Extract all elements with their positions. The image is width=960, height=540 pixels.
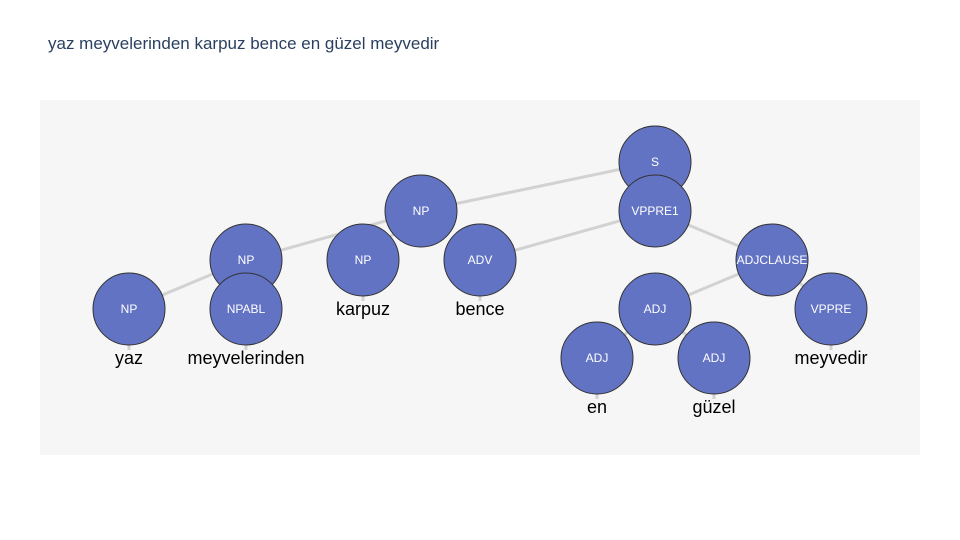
node-circle[interactable] <box>618 272 692 346</box>
node-label: VPPRE <box>811 302 852 316</box>
node-circle[interactable] <box>92 272 166 346</box>
node-label: S <box>651 155 659 169</box>
tree-node-vppre1[interactable]: VPPRE1 <box>618 174 692 248</box>
node-circle[interactable] <box>384 174 458 248</box>
tree-node-adj_en[interactable]: ADJ <box>560 321 634 395</box>
node-label: ADJ <box>703 351 726 365</box>
node-circle[interactable] <box>677 321 751 395</box>
node-label: ADV <box>468 253 493 267</box>
leaf-word-adj_en: en <box>587 397 607 417</box>
leaf-word-adj_guzel: güzel <box>692 397 735 417</box>
node-circle[interactable] <box>560 321 634 395</box>
node-circle[interactable] <box>618 174 692 248</box>
tree-node-adv[interactable]: ADV <box>443 223 517 297</box>
tree-node-vppre[interactable]: VPPRE <box>794 272 868 346</box>
node-label: ADJCLAUSE <box>737 253 808 267</box>
node-circle[interactable] <box>794 272 868 346</box>
tree-node-np_karpuz[interactable]: NP <box>326 223 400 297</box>
leaf-word-adv: bence <box>455 299 504 319</box>
node-label: VPPRE1 <box>631 204 679 218</box>
tree-node-adj_mid[interactable]: ADJ <box>618 272 692 346</box>
tree-node-np_top[interactable]: NP <box>384 174 458 248</box>
node-label: NPABL <box>227 302 266 316</box>
node-label: NP <box>238 253 255 267</box>
tree-node-adjclause[interactable]: ADJCLAUSE <box>735 223 809 297</box>
tree-node-adj_guzel[interactable]: ADJ <box>677 321 751 395</box>
node-label: NP <box>355 253 372 267</box>
tree-words: yaz meyvelerinden karpuz bence meyvedir en güz… <box>115 299 868 417</box>
node-label: ADJ <box>586 351 609 365</box>
node-circle[interactable] <box>326 223 400 297</box>
node-circle[interactable] <box>209 272 283 346</box>
node-label: NP <box>413 204 430 218</box>
leaf-word-vppre: meyvedir <box>794 348 867 368</box>
node-label: ADJ <box>644 302 667 316</box>
node-circle[interactable] <box>443 223 517 297</box>
leaf-word-np_karpuz: karpuz <box>336 299 390 319</box>
diagram-title: yaz meyvelerinden karpuz bence en güzel … <box>48 34 440 53</box>
node-label: NP <box>121 302 138 316</box>
tree-node-np_yaz[interactable]: NP <box>92 272 166 346</box>
leaf-word-npabl: meyvelerinden <box>187 348 304 368</box>
leaf-word-np_yaz: yaz <box>115 348 143 368</box>
node-circle[interactable] <box>735 223 809 297</box>
tree-node-npabl[interactable]: NPABL <box>209 272 283 346</box>
tree-edge-s-np_top <box>420 160 656 213</box>
